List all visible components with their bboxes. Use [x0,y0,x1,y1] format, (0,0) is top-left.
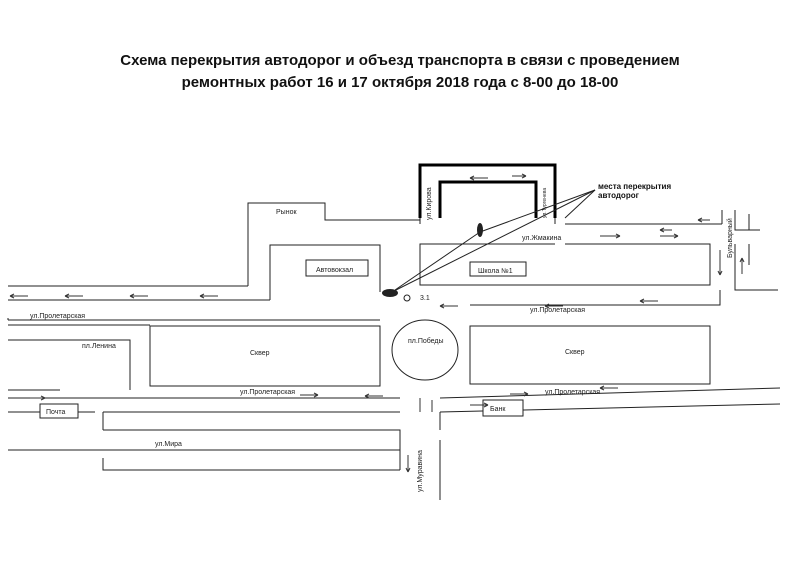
road-edge [7,290,721,321]
proletarskaya-mid-label: ул.Пролетарская [240,389,295,396]
road-edge [8,449,400,471]
square-left-block [149,325,381,387]
map-title: Схема перекрытия автодорог и объезд тран… [0,50,800,94]
title-line-2: ремонтных работ 16 и 17 октября 2018 год… [181,74,619,91]
kirova-street-label: ул.Кирова [426,187,433,220]
school-label: Школа №1 [478,268,513,275]
bus-station-label: Автовокзал [316,267,353,274]
road-edge [102,411,400,430]
muravina-street-label: ул.Муравина [417,450,424,492]
pobedy-circle [391,319,459,381]
bus-station-block [305,259,369,277]
closure-line-outer [418,163,557,218]
school-block [469,261,527,277]
pointer-line [389,189,596,294]
square-right-label: Сквер [565,349,585,356]
traffic-arrows [9,173,745,473]
zhmakina-street-label: ул.Жмакина [522,235,561,242]
bank-label: Банк [490,406,506,413]
title-line-1: Схема перекрытия автодорог и объезд тран… [120,52,680,69]
road-edge [399,412,441,500]
mira-street-label: ул.Мира [155,441,182,448]
boulevard-outline [721,210,778,291]
pointer-line [564,189,596,219]
post-label: Почта [46,409,66,416]
proletarskaya-right-label: ул.Пролетарская [530,307,585,314]
turgeneva-street-label: ул.Тургенева [542,188,548,218]
bus-station-block-outline [269,244,381,300]
boulevard-label: Бульварный [726,218,734,258]
square-right-block [469,325,711,385]
pointer-line [394,231,481,291]
road-edge [8,339,131,390]
road-edge [439,387,781,399]
lenina-label: пл.Ленина [82,343,116,350]
proletarskaya-left-label: ул.Пролетарская [30,313,85,320]
market-label: Рынок [276,209,297,216]
closure-marker-icon [382,289,411,302]
closure-line-inner [438,180,538,218]
pobedy-label: пл.Победы [408,337,444,345]
school-block-outline [419,243,711,286]
stop-label: 3.1 [420,295,430,302]
square-left-label: Сквер [250,350,270,357]
market-block-outline [247,202,420,286]
closure-marker-icon [477,223,483,237]
road-edge [103,429,401,440]
closures-legend-line-2: автодорог [598,191,640,200]
closures-legend-line-1: места перекрытия [598,182,671,191]
proletarskaya-right2-label: ул.Пролетарская [545,389,600,396]
pointer-line [479,189,596,233]
bank-block [482,399,524,417]
post-block [39,403,79,419]
